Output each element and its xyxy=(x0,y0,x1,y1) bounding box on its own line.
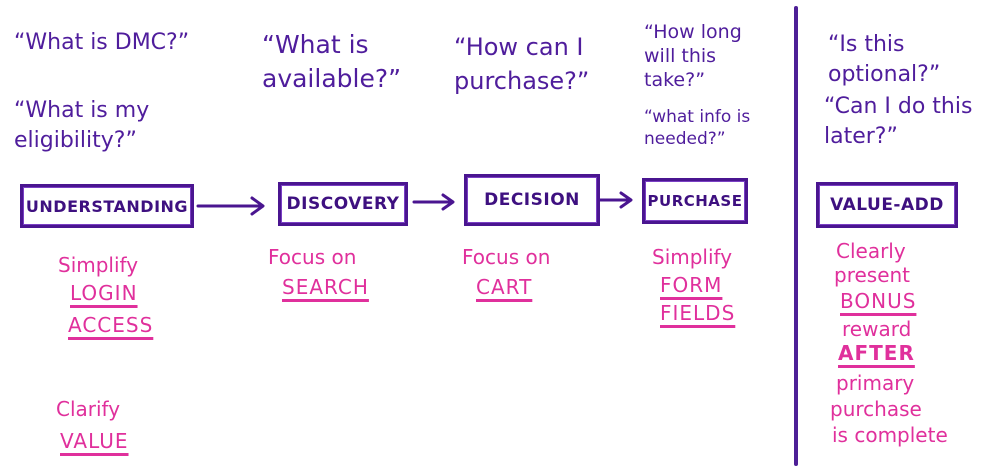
note-present: present xyxy=(834,263,911,287)
note-fields: FIELDS xyxy=(660,301,736,325)
stage-discovery: DISCOVERY xyxy=(278,182,408,226)
note-purchase: purchase xyxy=(830,397,922,421)
stage-value-add: VALUE-ADD xyxy=(816,182,958,228)
stage-understanding: UNDERSTANDING xyxy=(20,184,194,228)
note-bonus: BONUS xyxy=(840,289,917,313)
note-value: VALUE xyxy=(60,429,129,453)
note-reward: reward xyxy=(842,317,912,341)
note-simplify-form: Simplify xyxy=(652,245,733,269)
note-clearly: Clearly xyxy=(836,239,906,263)
note-is-complete: is complete xyxy=(832,423,948,447)
note-cart: CART xyxy=(476,275,533,299)
note-login: LOGIN xyxy=(70,281,138,305)
stage-purchase: PURCHASE xyxy=(642,178,748,224)
question-can-i-do-this-later: “Can I do this later?” xyxy=(824,94,973,149)
section-divider xyxy=(794,6,798,466)
question-what-is-available: “What is available?” xyxy=(262,30,402,93)
note-simplify: Simplify xyxy=(58,253,139,277)
note-focus-on-search: Focus on xyxy=(268,245,357,269)
question-what-info: “what info is needed?” xyxy=(644,107,751,149)
note-focus-on-cart: Focus on xyxy=(462,245,551,269)
note-form: FORM xyxy=(660,273,723,297)
question-eligibility: “What is my eligibility?” xyxy=(14,98,150,153)
question-how-can-i-purchase: “How can I purchase?” xyxy=(454,33,590,95)
question-is-this-optional: “Is this optional?” xyxy=(828,32,941,87)
note-primary: primary xyxy=(836,371,915,395)
note-after: AFTER xyxy=(838,341,915,365)
note-access: ACCESS xyxy=(68,313,154,337)
note-clarify: Clarify xyxy=(56,397,121,421)
note-search: SEARCH xyxy=(282,275,369,299)
question-how-long: “How long will this take?” xyxy=(644,21,742,91)
question-what-is-dmc: “What is DMC?” xyxy=(14,30,190,55)
